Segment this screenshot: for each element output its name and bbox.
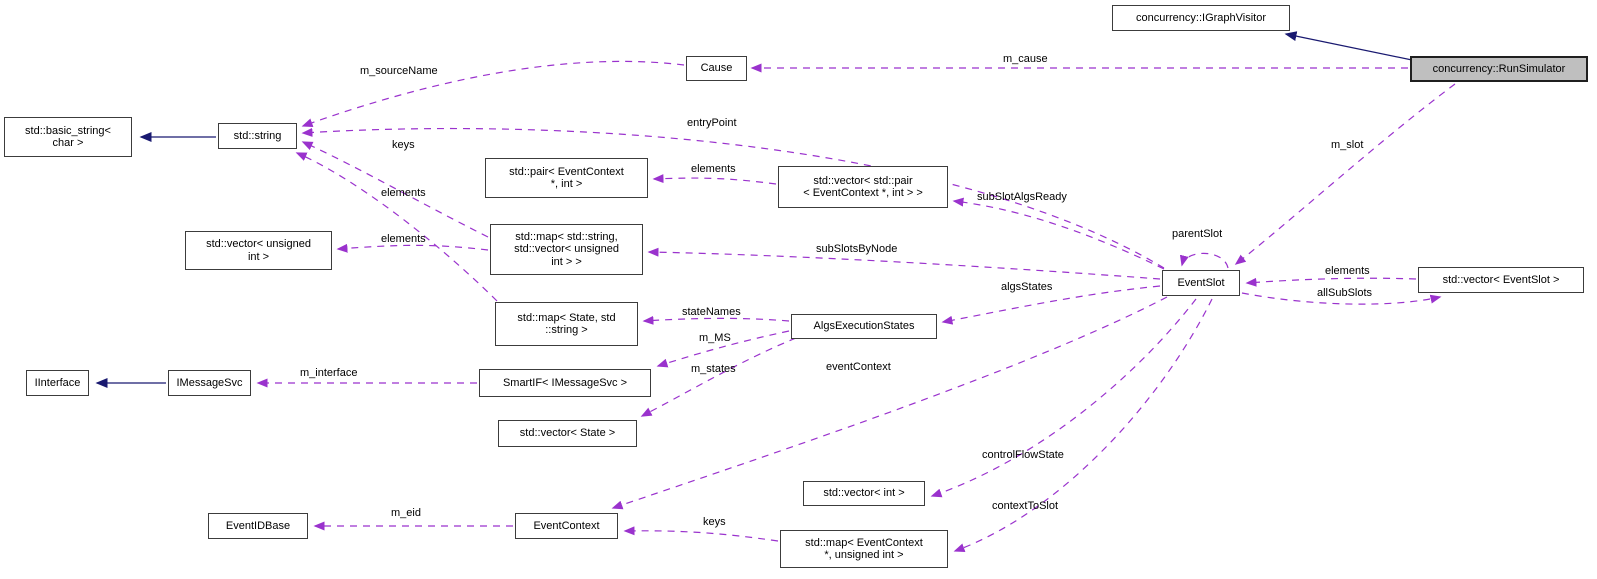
node-concurrency-runsimulator: concurrency::RunSimulator xyxy=(1410,56,1588,82)
edge-label-elements-slot: elements xyxy=(1325,265,1370,277)
edge-elements-pair xyxy=(652,174,777,185)
edge-allSubSlots xyxy=(1241,292,1442,305)
node-std-map-state-string[interactable]: std::map< State, std ::string > xyxy=(495,302,638,346)
edge-m-sourceName xyxy=(301,60,685,128)
edge-m-states xyxy=(640,337,797,417)
edge-label-m-states: m_states xyxy=(691,363,736,375)
edge-label-m-interface: m_interface xyxy=(300,367,358,379)
edge-label-controlflowstate: controlFlowState xyxy=(982,449,1064,461)
edge-label-entrypoint: entryPoint xyxy=(687,117,737,129)
node-std-basic-string[interactable]: std::basic_string< char > xyxy=(4,117,132,157)
node-std-vector-pair[interactable]: std::vector< std::pair < EventContext *,… xyxy=(778,166,948,208)
node-std-map-string-vector[interactable]: std::map< std::string, std::vector< unsi… xyxy=(490,224,643,275)
edge-elements-uvec xyxy=(336,243,489,253)
node-smartif-imessagesvc[interactable]: SmartIF< IMessageSvc > xyxy=(479,369,651,397)
edge-eventContext xyxy=(611,296,1168,510)
edge-label-contexttoslot: contextToSlot xyxy=(992,500,1059,512)
node-std-map-eventcontext-uint[interactable]: std::map< EventContext *, unsigned int > xyxy=(780,530,948,568)
node-eventslot[interactable]: EventSlot xyxy=(1162,270,1240,296)
node-eventcontext[interactable]: EventContext xyxy=(515,513,618,539)
edge-label-keys-top: keys xyxy=(392,139,415,151)
node-std-vector-unsigned-int[interactable]: std::vector< unsigned int > xyxy=(185,231,332,270)
node-std-pair-eventcontext-int[interactable]: std::pair< EventContext *, int > xyxy=(485,158,648,198)
node-cause[interactable]: Cause xyxy=(686,56,747,81)
node-concurrency-igraphvisitor[interactable]: concurrency::IGraphVisitor xyxy=(1112,5,1290,31)
node-std-vector-state[interactable]: std::vector< State > xyxy=(498,420,637,447)
edge-controlFlowState xyxy=(930,298,1197,498)
edge-m-MS xyxy=(656,330,790,368)
edge-label-elements-uvec: elements xyxy=(381,233,426,245)
edge-label-eventcontext: eventContext xyxy=(826,361,891,373)
edge-inherit-runsimulator-igraphvisitor xyxy=(1284,31,1413,61)
edge-elements-slot xyxy=(1245,277,1417,287)
edge-label-elements-pair: elements xyxy=(691,163,736,175)
node-std-vector-eventslot[interactable]: std::vector< EventSlot > xyxy=(1418,267,1584,293)
edge-label-statenames: stateNames xyxy=(682,306,741,318)
edge-label-m-sourcename: m_sourceName xyxy=(360,65,438,77)
edge-label-parentslot: parentSlot xyxy=(1172,228,1223,240)
edge-label-keys-bottom: keys xyxy=(703,516,726,528)
edge-label-m-cause: m_cause xyxy=(1003,53,1048,65)
edge-subSlotAlgsReady xyxy=(952,197,1165,270)
edge-label-algsstates: algsStates xyxy=(1001,281,1053,293)
edge-label-m-slot: m_slot xyxy=(1331,139,1364,151)
edge-label-elements-string: elements xyxy=(381,187,426,199)
edge-label-m-eid: m_eid xyxy=(391,507,421,519)
edge-parentSlot-selfloop xyxy=(1179,252,1229,269)
edge-algsStates xyxy=(941,285,1161,325)
edge-m-slot xyxy=(1234,83,1456,265)
edge-label-subslotsbynode: subSlotsByNode xyxy=(816,243,898,255)
node-imessagesvc[interactable]: IMessageSvc xyxy=(168,370,251,396)
edge-contextToSlot xyxy=(953,298,1213,552)
node-std-string[interactable]: std::string xyxy=(218,123,297,149)
edge-entryPoint xyxy=(301,127,1165,269)
node-std-vector-int[interactable]: std::vector< int > xyxy=(803,481,925,506)
node-eventidbase[interactable]: EventIDBase xyxy=(208,513,308,539)
edge-label-subslotalgsready: subSlotAlgsReady xyxy=(977,191,1067,203)
edge-keys-top xyxy=(301,141,489,238)
edge-elements-string xyxy=(295,152,498,302)
edge-keys-bottom xyxy=(623,526,779,542)
edge-label-m-ms: m_MS xyxy=(699,332,731,344)
edge-label-allsubslots: allSubSlots xyxy=(1317,287,1373,299)
edge-stateNames xyxy=(642,315,790,325)
edge-subSlotsByNode xyxy=(647,247,1161,280)
node-algsexecutionstates[interactable]: AlgsExecutionStates xyxy=(791,314,937,339)
node-iinterface[interactable]: IInterface xyxy=(26,370,89,396)
